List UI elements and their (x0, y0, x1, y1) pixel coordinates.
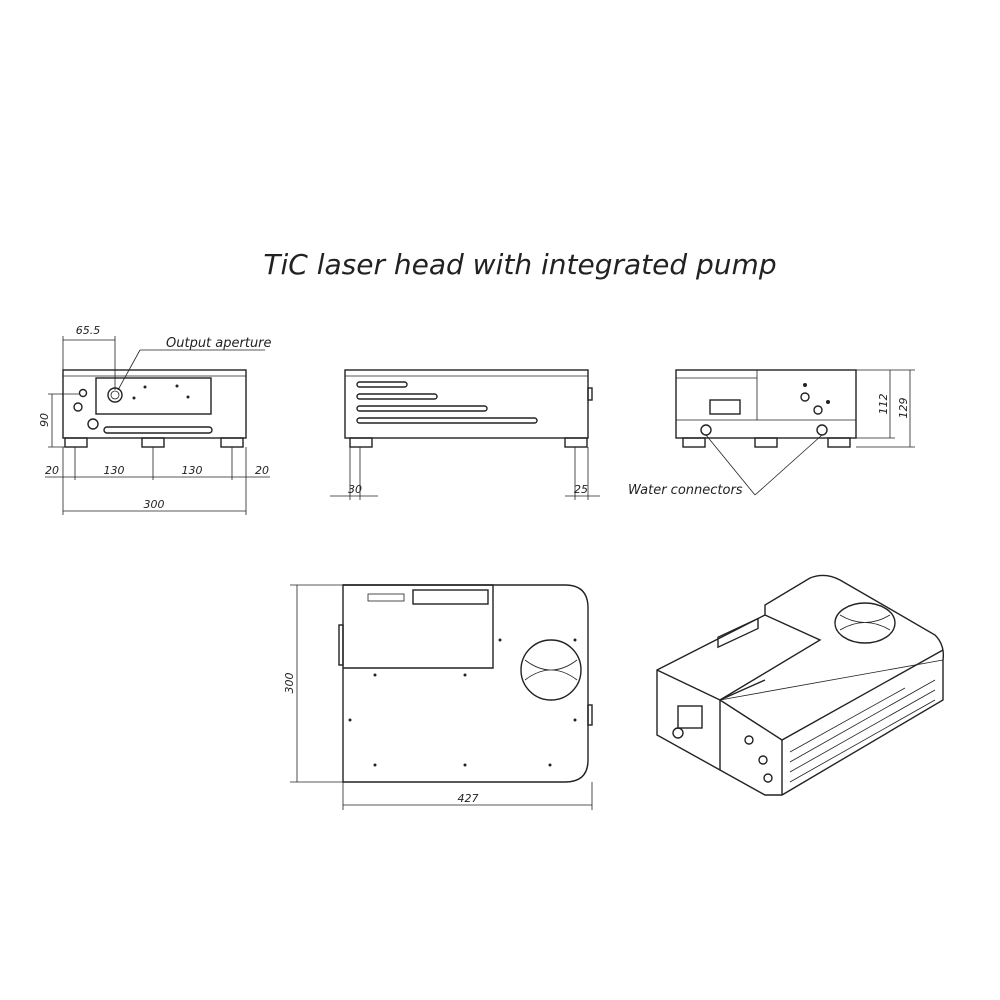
rear-view: 112 129 Water connectors (628, 369, 915, 498)
drawing-title: TiC laser head with integrated pump (263, 248, 776, 281)
isometric-view (656, 574, 945, 796)
front-view: 65.5 Output aperture 90 20 130 130 20 30… (38, 324, 272, 515)
dim-130-left: 130 (104, 464, 125, 477)
output-aperture-label: Output aperture (166, 336, 272, 351)
dim-65-5: 65.5 (76, 324, 101, 337)
dim-427: 427 (458, 792, 479, 805)
dim-300: 300 (144, 498, 165, 511)
dim-20-right: 20 (255, 464, 269, 477)
dim-300-top: 300 (283, 673, 296, 694)
side-view: 30 25 (330, 369, 600, 500)
dim-129: 129 (897, 398, 910, 419)
top-view: 300 427 (283, 584, 593, 810)
dim-20-left: 20 (45, 464, 59, 477)
dim-130-right: 130 (182, 464, 203, 477)
dim-112: 112 (877, 394, 890, 415)
dim-90: 90 (38, 413, 51, 427)
dim-30: 30 (348, 483, 362, 496)
dim-25: 25 (574, 483, 588, 496)
water-connectors-label: Water connectors (628, 483, 743, 498)
